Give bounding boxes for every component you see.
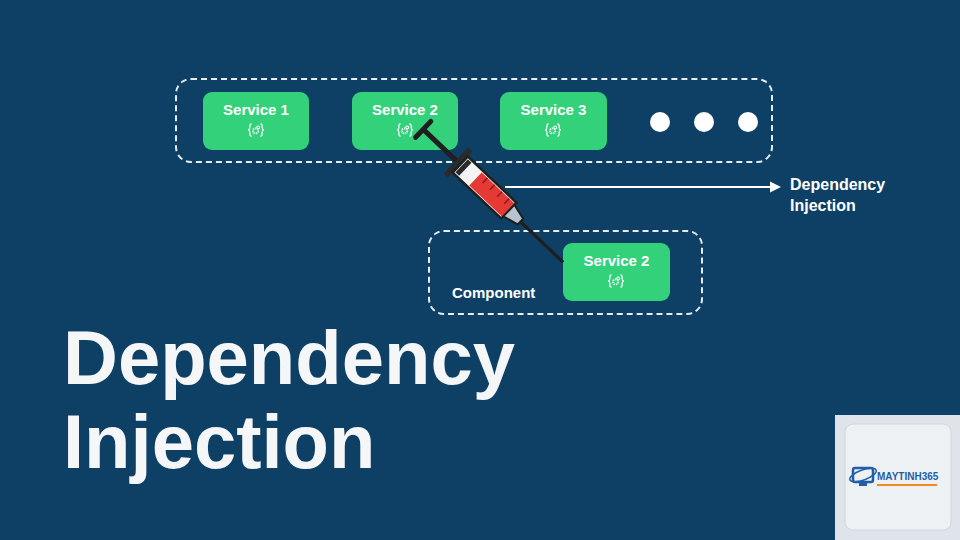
service-box: Service 1 bbox=[203, 92, 309, 150]
callout-label: Dependency Injection bbox=[790, 174, 900, 216]
service-box: Service 3 bbox=[500, 92, 607, 150]
service-box: Service 2 bbox=[352, 92, 458, 150]
watermark-logo: MAYTINH365 bbox=[877, 471, 952, 483]
service-name: Service 2 bbox=[352, 101, 458, 119]
service-name: Service 2 bbox=[563, 252, 670, 270]
injection-connector bbox=[445, 150, 563, 262]
ellipsis-dots bbox=[650, 112, 758, 132]
group-label: Component bbox=[452, 284, 535, 302]
service-container: Service 1 Service 2 Service 3 bbox=[175, 78, 773, 163]
service-name: Service 3 bbox=[500, 101, 607, 119]
service-name: Service 1 bbox=[203, 101, 309, 119]
component-container: Component Service 2 bbox=[428, 230, 703, 315]
logo-underline bbox=[877, 484, 937, 486]
service-box: Service 2 bbox=[563, 243, 670, 301]
page-title: Dependency Injection bbox=[63, 316, 583, 484]
connector-layer bbox=[445, 150, 563, 262]
logo-icon bbox=[848, 466, 878, 486]
logo-card bbox=[845, 424, 951, 530]
leader-arrow bbox=[505, 182, 781, 193]
logo-frame bbox=[835, 415, 960, 540]
